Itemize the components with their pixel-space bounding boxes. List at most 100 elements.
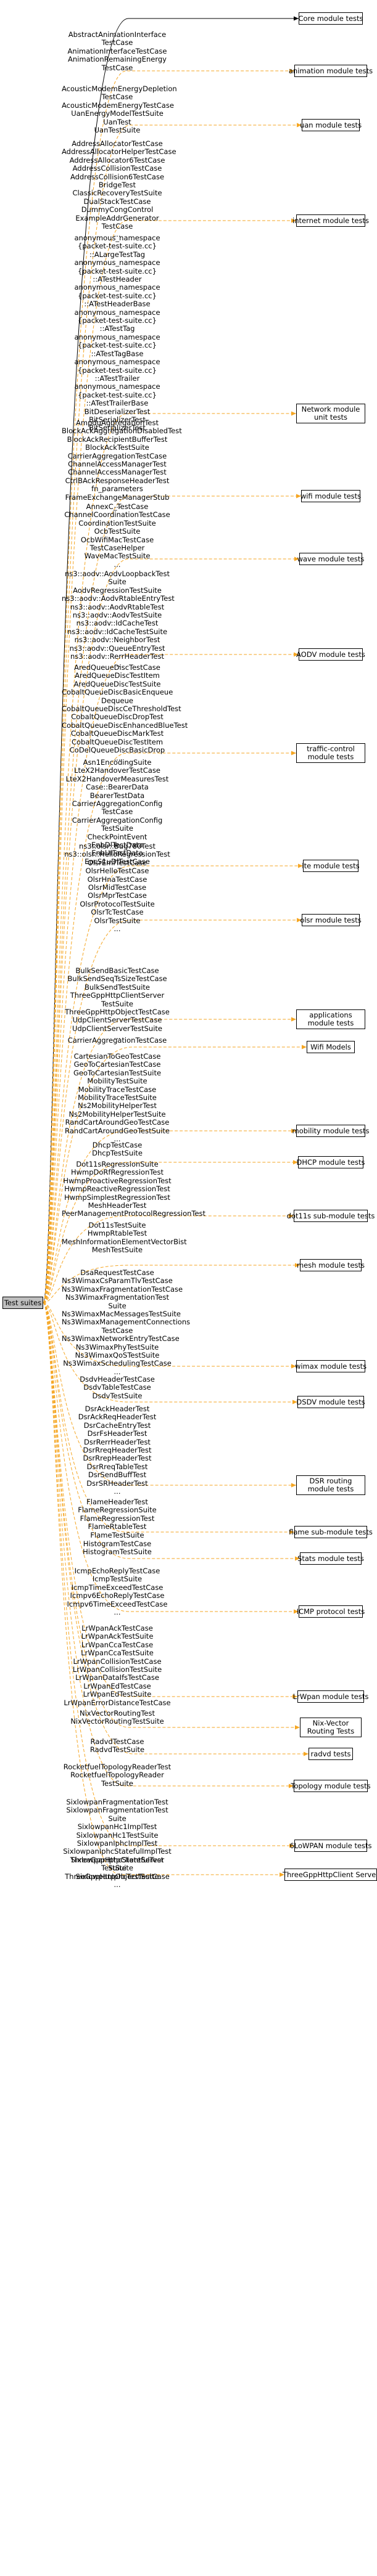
test-class-label[interactable]: CobaltQueueDiscDropTest [71, 712, 164, 722]
test-class-label[interactable]: GeoToCartesianTestCase [73, 1060, 161, 1069]
test-class-label[interactable]: ::ATestHeaderBase [84, 300, 151, 309]
test-class-label[interactable]: AmpduAggregationTest [76, 418, 159, 427]
test-class-label[interactable]: AcousticModemEnergyDepletion [62, 84, 177, 93]
test-class-label[interactable]: ::ATestTrailerBase [86, 399, 149, 408]
test-class-label[interactable]: EnbDlTestData [91, 841, 143, 850]
test-class-label[interactable]: anonymous_namespace [74, 283, 160, 292]
test-class-label[interactable]: OlsrEmfTestCase [87, 858, 147, 867]
test-class-label[interactable]: LrWpanCcaTestSuite [81, 1649, 154, 1658]
test-class-label[interactable]: Ns3WimaxCsParamTlvTestCase [62, 1276, 173, 1286]
module-node[interactable]: DSR routing module tests [296, 1475, 365, 1495]
test-class-label[interactable]: AddressAllocator6TestCase [69, 155, 165, 165]
test-class-label[interactable]: BlockAckTestSuite [85, 443, 149, 452]
test-class-label[interactable]: LrWpanAckTestCase [81, 1624, 153, 1632]
test-class-label[interactable]: LrWpanDataIfsTestCase [75, 1673, 159, 1682]
test-class-label[interactable]: SixlowpanFragmentationTest [66, 1798, 168, 1806]
test-class-label[interactable]: BulkSendTestSuite [84, 982, 150, 992]
test-class-label[interactable]: Ns2MobilityHelperTestSuite [68, 1109, 166, 1119]
test-class-label[interactable]: TestSuite [101, 999, 133, 1008]
root-node-test-suites[interactable]: Test suites [2, 1297, 43, 1309]
test-class-label[interactable]: ::ATestTrailer [94, 373, 140, 383]
test-class-label[interactable]: BlockAckRecipientBufferTest [67, 434, 168, 444]
test-class-label[interactable]: OcbWifiMacTestCase [80, 535, 154, 544]
test-class-label[interactable]: BulkSendSeqTsSizeTestCase [67, 974, 167, 984]
module-node[interactable]: Topology module tests [291, 1780, 371, 1792]
module-node[interactable]: DHCP module tests [297, 1156, 365, 1168]
test-class-label[interactable]: DhcpTestSuite [92, 1149, 143, 1158]
test-class-label[interactable]: ... [114, 1608, 121, 1617]
test-class-label[interactable]: ... [114, 1135, 121, 1144]
test-class-label[interactable]: Ns3WimaxSchedulingTestCase [63, 1359, 172, 1368]
test-class-label[interactable]: CtrlBAckResponseHeaderTest [65, 476, 170, 485]
test-class-label[interactable]: CarrierAggregationConfig [72, 799, 163, 809]
test-class-label[interactable]: OlsrHnaTestCase [87, 874, 147, 884]
test-class-label[interactable]: DsrRreqTableTest [86, 1462, 148, 1471]
test-class-label[interactable]: TestSuite [101, 824, 133, 833]
test-class-label[interactable]: ns3::aodv::IdCacheTest [76, 619, 159, 628]
test-class-label[interactable]: DsrRerrHeaderTest [84, 1437, 151, 1446]
test-class-label[interactable]: ... [114, 660, 121, 669]
test-class-label[interactable]: Ns3WimaxNetworkEntryTestCase [62, 1334, 180, 1343]
test-class-label[interactable]: Dot11sRegressionSuite [76, 1160, 159, 1168]
test-class-label[interactable]: LrWpanEdTestSuite [83, 1690, 152, 1699]
test-class-label[interactable]: ... [114, 230, 121, 239]
test-class-label[interactable]: LrWpanCollisionTestCase [73, 1657, 162, 1666]
module-node[interactable]: LrWpan module tests [293, 1690, 368, 1703]
test-class-label[interactable]: TestCase [101, 1326, 133, 1335]
test-class-label[interactable]: Dot11sTestSuite [88, 1221, 146, 1229]
test-class-label[interactable]: ExampleAddrGenerator [75, 213, 159, 222]
module-node[interactable]: lte module tests [302, 860, 360, 872]
module-node[interactable]: DSDV module tests [296, 1396, 365, 1408]
test-class-label[interactable]: ns3::olsr::HelloRegressionTest [64, 850, 170, 859]
test-class-label[interactable]: MeshInformationElementVectorBist [62, 1237, 187, 1246]
test-class-label[interactable]: RandCartAroundGeoTestSuite [65, 1126, 170, 1135]
test-class-label[interactable]: ThreeGppHttpClientServer [70, 1856, 165, 1864]
module-node[interactable]: flame sub-module tests [289, 1526, 373, 1538]
test-class-label[interactable]: {packet-test-suite.cc} [78, 242, 157, 251]
test-class-label[interactable]: MobilityTraceTestCase [78, 1085, 157, 1094]
test-class-label[interactable]: FlameTestSuite [90, 1530, 144, 1539]
test-class-label[interactable]: {packet-test-suite.cc} [78, 291, 157, 300]
test-class-label[interactable]: ns3::aodv::AodvRtableTest [70, 602, 165, 611]
test-class-label[interactable]: AnimationInterfaceTestCase [67, 46, 167, 55]
test-class-label[interactable]: ... [114, 431, 121, 441]
test-class-label[interactable]: anonymous_namespace [74, 382, 160, 391]
test-class-label[interactable]: ThreeGppHttpObjectTestCase [65, 1008, 170, 1017]
test-class-label[interactable]: RocketfuelTopologyReader [70, 1771, 164, 1780]
test-class-label[interactable]: LrWpanErrorDistanceTestCase [64, 1698, 171, 1707]
test-class-label[interactable]: CarrierAggregationTestCase [67, 451, 167, 460]
test-class-label[interactable]: anonymous_namespace [74, 357, 160, 367]
test-class-label[interactable]: WaveMacTestSuite [84, 552, 151, 561]
test-class-label[interactable]: HwmpRtableTest [87, 1229, 147, 1238]
test-class-label[interactable]: AnnexC_TestCase [86, 502, 149, 511]
test-class-label[interactable]: anonymous_namespace [74, 308, 160, 317]
test-class-label[interactable]: anonymous_namespace [74, 332, 160, 341]
test-class-label[interactable]: AddressCollisionTestCase [72, 164, 162, 173]
test-class-label[interactable]: FlameRegressionSuite [78, 1506, 157, 1515]
test-class-label[interactable]: CobaltQueueDiscBasicEnqueue [62, 688, 173, 697]
test-class-label[interactable]: BitSerializerTest [89, 423, 146, 433]
test-class-label[interactable]: MeshTestSuite [91, 1245, 143, 1255]
test-class-label[interactable]: LrWpanAckTestSuite [81, 1632, 154, 1641]
module-node[interactable]: ThreeGppHttpClient Server [283, 1869, 377, 1881]
test-class-label[interactable]: ::ALargeTestTag [89, 250, 146, 259]
test-class-label[interactable]: OlsrTestSuite [94, 916, 141, 925]
test-class-label[interactable]: Ns3WimaxManagementConnections [62, 1318, 191, 1327]
test-class-label[interactable]: TestCase [101, 38, 133, 47]
test-class-label[interactable]: DummyCongControl [81, 205, 154, 214]
test-class-label[interactable]: AddressAllocatorTestCase [72, 139, 163, 148]
test-class-label[interactable]: MobilityTraceTestSuite [78, 1093, 157, 1103]
module-node[interactable]: Core module tests [298, 12, 363, 25]
test-class-label[interactable]: SixlowpanIphcTestSuite [75, 1872, 159, 1881]
module-node[interactable]: traffic-control module tests [296, 743, 365, 763]
test-class-label[interactable]: DsrRrepHeaderTest [83, 1454, 152, 1463]
module-node[interactable]: radvd tests [309, 1748, 353, 1760]
test-class-label[interactable]: ThreeGppHttpObjectTestCase [65, 1872, 170, 1881]
test-class-label[interactable]: Suite [108, 1864, 126, 1873]
test-class-label[interactable]: HwmpSimplestRegressionTest [64, 1192, 170, 1202]
module-node[interactable]: internet module tests [292, 214, 369, 227]
test-class-label[interactable]: {packet-test-suite.cc} [78, 390, 157, 399]
test-class-label[interactable]: TestCaseHelper [89, 544, 145, 553]
module-node[interactable]: AODV module tests [296, 648, 365, 661]
test-class-label[interactable]: SixlowpanFragmentationTest [66, 1806, 168, 1815]
